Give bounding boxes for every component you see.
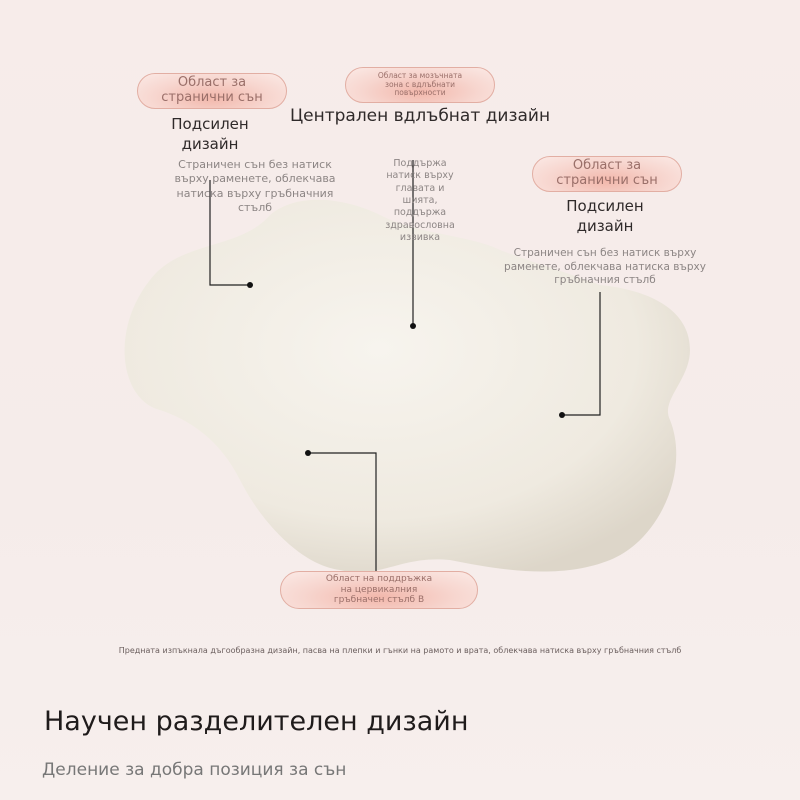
pillow	[124, 199, 691, 573]
marker-dot	[305, 450, 311, 456]
leader-line-right	[562, 292, 601, 416]
leader-line-bottom	[308, 452, 377, 582]
badge-center: Област за мозъчната зона с вдлъбнати пов…	[345, 67, 495, 103]
desc-right: Страничен сън без натиск върху раменете,…	[504, 247, 706, 287]
badge-left: Област за странични сън	[137, 73, 287, 109]
page-title: Научен разделителен дизайн	[44, 706, 469, 737]
desc-center: Поддържа натиск върху главата и шията, п…	[385, 158, 455, 244]
leader-line-left	[209, 180, 250, 286]
heading-left: Подсилен дизайн	[171, 115, 249, 153]
page-subtitle: Деление за добра позиция за сън	[42, 760, 347, 780]
footnote: Предната изпъкнала дъгообразна дизайн, п…	[118, 646, 682, 655]
marker-dot	[559, 412, 565, 418]
badge-bottom: Област на поддръжка на цервикалния гръбн…	[280, 571, 478, 609]
heading-center: Централен вдлъбнат дизайн	[289, 106, 551, 126]
marker-dot	[247, 282, 253, 288]
marker-dot	[410, 323, 416, 329]
heading-right: Подсилен дизайн	[566, 197, 644, 235]
desc-left: Страничен сън без натиск върху раменете,…	[174, 158, 336, 214]
badge-right: Област за странични сън	[532, 156, 682, 192]
